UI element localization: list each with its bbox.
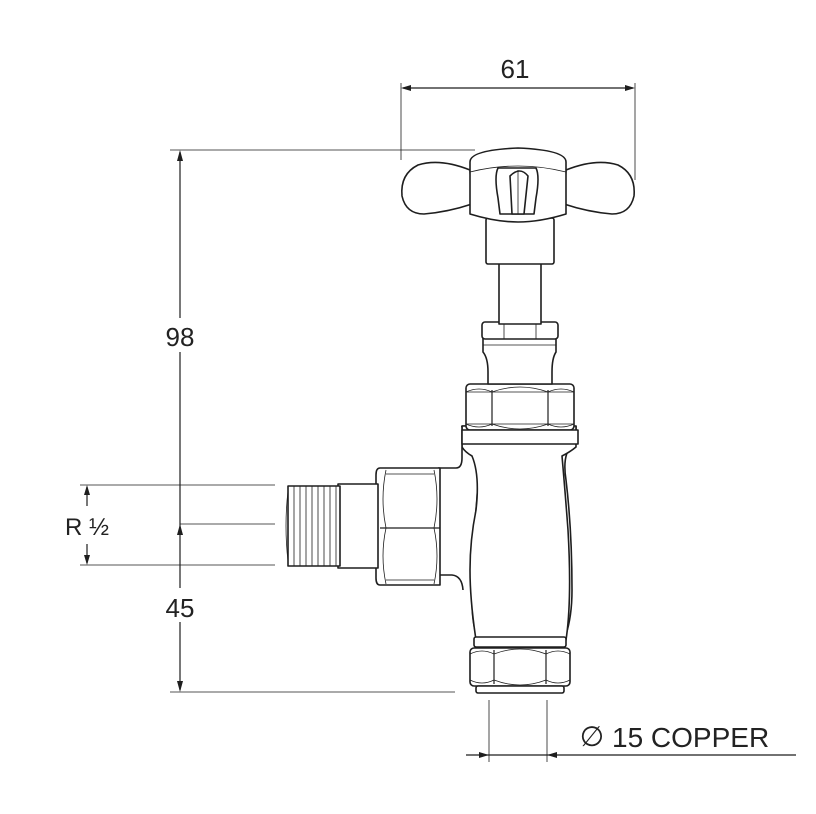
height-dimension: 98 xyxy=(166,149,475,693)
outlet-height-dimension: 45 xyxy=(166,523,275,623)
spindle xyxy=(485,217,555,325)
outlet-height-label: 45 xyxy=(166,593,195,623)
valve-body xyxy=(438,425,577,641)
width-dimension: 61 xyxy=(400,54,636,180)
thread-dimension: R ½ xyxy=(65,484,275,566)
diameter-symbol: ∅ xyxy=(580,721,604,752)
pipe-dimension: ∅ 15 COPPER xyxy=(466,700,796,762)
thread-label: R ½ xyxy=(65,514,109,541)
width-label: 61 xyxy=(501,54,530,84)
bonnet xyxy=(481,321,559,385)
crosshead-handle xyxy=(401,147,635,223)
compression-nut xyxy=(469,636,571,694)
outlet-hex-nut xyxy=(375,467,441,586)
height-label: 98 xyxy=(166,322,195,352)
upper-hex-nut xyxy=(465,383,575,431)
pipe-label: 15 COPPER xyxy=(612,722,769,753)
body-collar xyxy=(461,429,579,445)
threaded-tail xyxy=(285,483,379,569)
